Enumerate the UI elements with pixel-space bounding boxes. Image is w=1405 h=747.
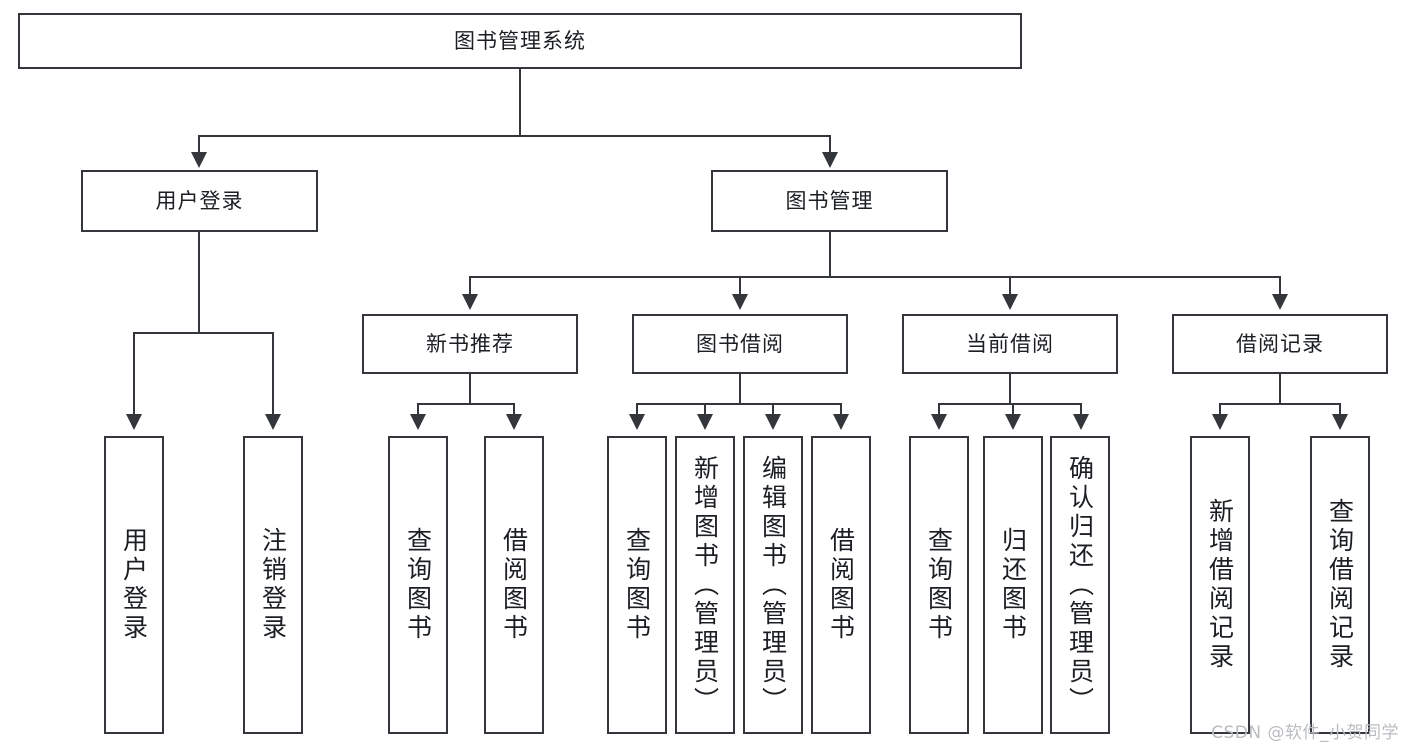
connector-bm-drop-2 <box>739 276 741 298</box>
arrow-to-leaf-logout <box>265 414 281 430</box>
connector-borrow-record-bus <box>1219 403 1341 405</box>
connector-current-borrow-stem <box>1009 374 1011 404</box>
connector-nbr-drop-2 <box>513 403 515 418</box>
node-leaf-query-record[interactable]: 查询借阅记录 <box>1310 436 1370 734</box>
connector-root-bus <box>198 135 831 137</box>
connector-user-login-drop-2 <box>272 332 274 418</box>
node-book-manage-label: 图书管理 <box>785 188 874 213</box>
arrow-to-leaf-query-book-1 <box>410 414 426 430</box>
node-leaf-edit-book-label: 编辑图书（管理员） <box>758 454 788 716</box>
connector-cb-drop-2 <box>1012 403 1014 418</box>
node-leaf-user-login-label: 用户登录 <box>119 527 149 643</box>
node-leaf-query-book-3[interactable]: 查询图书 <box>909 436 969 734</box>
arrow-to-new-book-rec <box>462 294 478 310</box>
node-leaf-query-book-1[interactable]: 查询图书 <box>388 436 448 734</box>
connector-book-manage-stem <box>829 232 831 277</box>
connector-book-manage-bus <box>469 276 1281 278</box>
node-leaf-query-book-2-label: 查询图书 <box>622 527 652 643</box>
node-leaf-add-book-label: 新增图书（管理员） <box>690 454 720 716</box>
connector-bb-drop-1 <box>636 403 638 418</box>
connector-bb-drop-3 <box>772 403 774 418</box>
node-user-login-label: 用户登录 <box>155 188 244 213</box>
node-leaf-query-book-3-label: 查询图书 <box>924 527 954 643</box>
node-leaf-add-book[interactable]: 新增图书（管理员） <box>675 436 735 734</box>
node-leaf-add-record-label: 新增借阅记录 <box>1205 498 1235 672</box>
node-leaf-borrow-book-1[interactable]: 借阅图书 <box>484 436 544 734</box>
arrow-root-to-book-manage <box>822 152 838 168</box>
arrow-to-current-borrow <box>1002 294 1018 310</box>
node-leaf-borrow-book-2-label: 借阅图书 <box>826 527 856 643</box>
node-book-borrow-label: 图书借阅 <box>696 331 784 356</box>
node-current-borrow-label: 当前借阅 <box>966 331 1054 356</box>
connector-cb-drop-3 <box>1080 403 1082 418</box>
connector-current-borrow-bus <box>938 403 1082 405</box>
node-leaf-borrow-book-2[interactable]: 借阅图书 <box>811 436 871 734</box>
node-new-book-rec[interactable]: 新书推荐 <box>362 314 578 374</box>
connector-book-borrow-stem <box>739 374 741 404</box>
arrow-to-leaf-return-book <box>1005 414 1021 430</box>
node-leaf-query-record-label: 查询借阅记录 <box>1325 498 1355 672</box>
node-new-book-rec-label: 新书推荐 <box>426 331 514 356</box>
node-leaf-confirm-return-label: 确认归还（管理员） <box>1065 454 1095 716</box>
arrow-root-to-user-login <box>191 152 207 168</box>
connector-user-login-bus <box>133 332 273 334</box>
node-user-login[interactable]: 用户登录 <box>81 170 318 232</box>
connector-bb-drop-4 <box>840 403 842 418</box>
node-leaf-query-book-1-label: 查询图书 <box>403 527 433 643</box>
connector-new-book-rec-stem <box>469 374 471 404</box>
connector-borrow-record-stem <box>1279 374 1281 404</box>
connector-user-login-drop-1 <box>133 332 135 418</box>
connector-bb-drop-2 <box>704 403 706 418</box>
node-leaf-query-book-2[interactable]: 查询图书 <box>607 436 667 734</box>
node-leaf-edit-book[interactable]: 编辑图书（管理员） <box>743 436 803 734</box>
connector-cb-drop-1 <box>938 403 940 418</box>
connector-bm-drop-4 <box>1279 276 1281 298</box>
connector-root-to-book-manage <box>829 135 831 157</box>
node-borrow-record-label: 借阅记录 <box>1236 331 1324 356</box>
node-borrow-record[interactable]: 借阅记录 <box>1172 314 1388 374</box>
node-leaf-return-book[interactable]: 归还图书 <box>983 436 1043 734</box>
connector-nbr-drop-1 <box>417 403 419 418</box>
node-current-borrow[interactable]: 当前借阅 <box>902 314 1118 374</box>
node-book-borrow[interactable]: 图书借阅 <box>632 314 848 374</box>
node-leaf-return-book-label: 归还图书 <box>998 527 1028 643</box>
arrow-to-leaf-edit-book <box>765 414 781 430</box>
node-book-manage[interactable]: 图书管理 <box>711 170 948 232</box>
node-leaf-confirm-return[interactable]: 确认归还（管理员） <box>1050 436 1110 734</box>
connector-user-login-stem <box>198 232 200 333</box>
node-leaf-user-login[interactable]: 用户登录 <box>104 436 164 734</box>
node-root-label: 图书管理系统 <box>454 28 586 53</box>
connector-new-book-rec-bus <box>417 403 515 405</box>
connector-bm-drop-3 <box>1009 276 1011 298</box>
node-leaf-borrow-book-1-label: 借阅图书 <box>499 527 529 643</box>
node-leaf-logout-label: 注销登录 <box>258 527 288 643</box>
connector-br-drop-1 <box>1219 403 1221 418</box>
node-root[interactable]: 图书管理系统 <box>18 13 1022 69</box>
node-leaf-add-record[interactable]: 新增借阅记录 <box>1190 436 1250 734</box>
arrow-to-borrow-record <box>1272 294 1288 310</box>
node-leaf-logout[interactable]: 注销登录 <box>243 436 303 734</box>
arrow-to-leaf-query-book-3 <box>931 414 947 430</box>
arrow-to-leaf-query-book-2 <box>629 414 645 430</box>
connector-book-borrow-bus <box>636 403 842 405</box>
arrow-to-leaf-borrow-book-2 <box>833 414 849 430</box>
arrow-to-leaf-confirm-return <box>1073 414 1089 430</box>
arrow-to-leaf-add-record <box>1212 414 1228 430</box>
connector-root-stem <box>519 69 521 136</box>
arrow-to-leaf-add-book <box>697 414 713 430</box>
connector-bm-drop-1 <box>469 276 471 298</box>
connector-root-to-user-login <box>198 135 200 157</box>
arrow-to-leaf-query-record <box>1332 414 1348 430</box>
arrow-to-book-borrow <box>732 294 748 310</box>
arrow-to-leaf-borrow-book-1 <box>506 414 522 430</box>
connector-br-drop-2 <box>1339 403 1341 418</box>
arrow-to-leaf-user-login <box>126 414 142 430</box>
